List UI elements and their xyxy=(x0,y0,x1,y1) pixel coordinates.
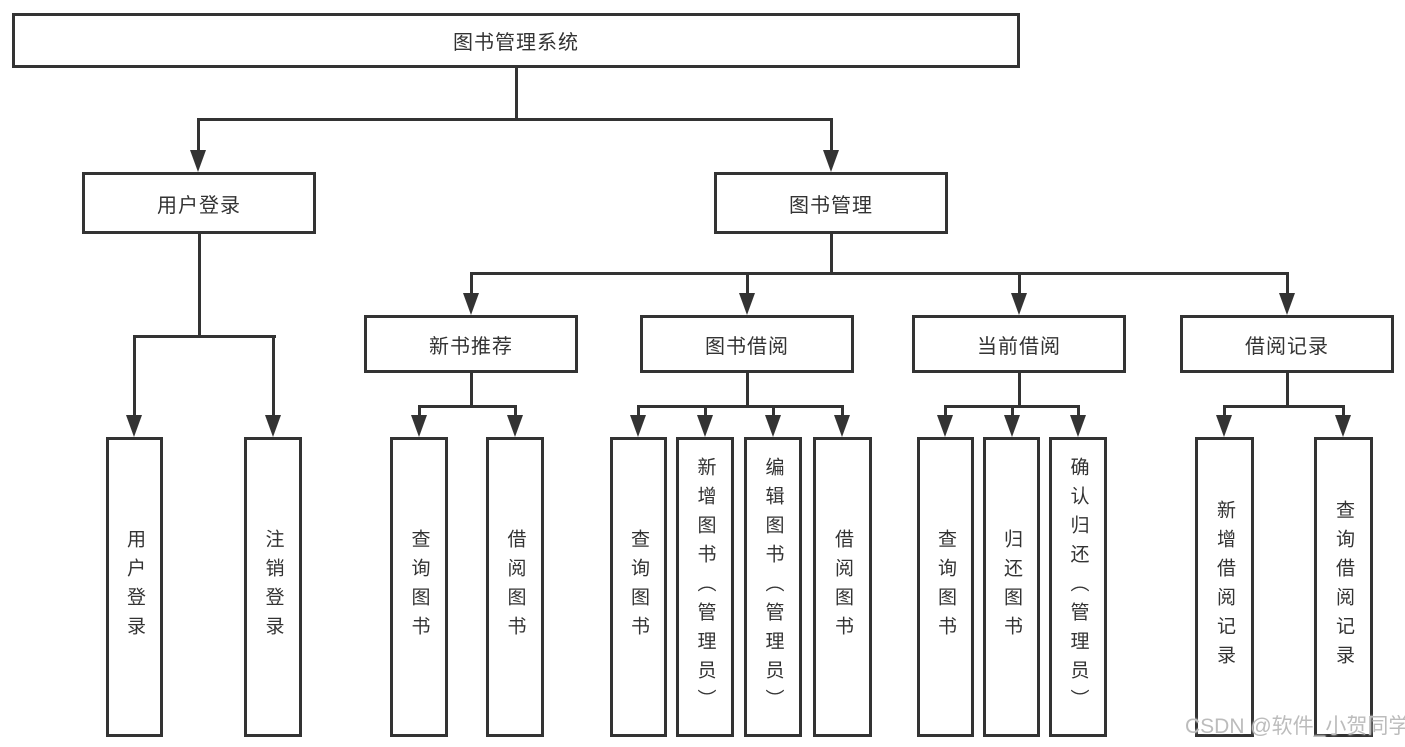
leaf-recommend-query-book: 查询图书 xyxy=(390,437,448,737)
arrow-down-current-borrow-icon xyxy=(1011,293,1027,315)
edge-book-borrow-rail xyxy=(637,405,844,408)
node-book-borrow-label: 图书借阅 xyxy=(705,335,789,358)
edge-drop-br-add xyxy=(1223,405,1226,415)
arrow-down-leaf-logout-icon xyxy=(265,415,281,437)
arrow-down-leaf-user-login-icon xyxy=(126,415,142,437)
leaf-record-add-record-label: 新增借阅记录 xyxy=(1214,500,1235,674)
leaf-borrow-add-book: 新增图书（管理员） xyxy=(676,437,734,737)
arrow-down-cb-return-icon xyxy=(1004,415,1020,437)
leaf-borrow-query-book: 查询图书 xyxy=(610,437,667,737)
arrow-down-recommend-borrow-icon xyxy=(507,415,523,437)
leaf-recommend-borrow-book: 借阅图书 xyxy=(486,437,544,737)
leaf-record-query-record-label: 查询借阅记录 xyxy=(1333,500,1354,674)
leaf-logout: 注销登录 xyxy=(244,437,302,737)
edge-root-stem xyxy=(515,68,518,118)
node-new-book-recommend-label: 新书推荐 xyxy=(429,335,513,358)
edge-drop-cb-return xyxy=(1011,405,1014,415)
edge-drop-current-borrow xyxy=(1018,272,1021,293)
edge-new-book-recommend-rail xyxy=(418,405,517,408)
edge-new-book-recommend-stem xyxy=(470,373,473,405)
edge-drop-recommend-query xyxy=(418,405,421,415)
leaf-user-login: 用户登录 xyxy=(106,437,163,737)
leaf-borrow-query-book-label: 查询图书 xyxy=(628,529,649,645)
edge-drop-cb-query xyxy=(944,405,947,415)
edge-drop-br-query xyxy=(1342,405,1345,415)
arrow-down-br-add-icon xyxy=(1216,415,1232,437)
leaf-current-confirm-return: 确认归还（管理员） xyxy=(1049,437,1107,737)
leaf-current-query-book: 查询图书 xyxy=(917,437,974,737)
edge-book-management-stem xyxy=(830,234,833,272)
leaf-recommend-query-book-label: 查询图书 xyxy=(408,529,430,645)
node-book-management: 图书管理 xyxy=(714,172,948,234)
leaf-borrow-add-book-label: 新增图书（管理员） xyxy=(694,456,716,718)
node-user-login: 用户登录 xyxy=(82,172,316,234)
arrow-down-new-book-recommend-icon xyxy=(463,293,479,315)
arrow-down-bb-add-icon xyxy=(697,415,713,437)
edge-drop-bb-query xyxy=(637,405,640,415)
edge-drop-borrow-record xyxy=(1286,272,1289,293)
node-root: 图书管理系统 xyxy=(12,13,1020,68)
node-current-borrow: 当前借阅 xyxy=(912,315,1126,373)
node-user-login-label: 用户登录 xyxy=(157,194,241,217)
arrow-down-book-management-icon xyxy=(823,150,839,172)
node-current-borrow-label: 当前借阅 xyxy=(977,335,1061,358)
edge-borrow-record-rail xyxy=(1223,405,1345,408)
edge-user-login-rail xyxy=(133,335,276,338)
arrow-down-cb-query-icon xyxy=(937,415,953,437)
leaf-borrow-edit-book: 编辑图书（管理员） xyxy=(744,437,802,737)
arrow-down-br-query-icon xyxy=(1335,415,1351,437)
leaf-current-return-book-label: 归还图书 xyxy=(1001,529,1022,645)
arrow-down-bb-borrow-icon xyxy=(834,415,850,437)
leaf-borrow-borrow-book-label: 借阅图书 xyxy=(832,529,853,645)
edge-drop-book-management xyxy=(830,118,833,150)
edge-drop-user-login xyxy=(197,118,200,150)
arrow-down-cb-confirm-icon xyxy=(1070,415,1086,437)
edge-drop-leaf-logout xyxy=(272,335,275,415)
node-book-borrow: 图书借阅 xyxy=(640,315,854,373)
node-root-label: 图书管理系统 xyxy=(453,32,579,54)
edge-drop-bb-add xyxy=(704,405,707,415)
arrow-down-recommend-query-icon xyxy=(411,415,427,437)
node-book-management-label: 图书管理 xyxy=(789,194,873,217)
edge-root-rail xyxy=(197,118,833,121)
leaf-recommend-borrow-book-label: 借阅图书 xyxy=(504,529,526,645)
edge-drop-new-book-recommend xyxy=(470,272,473,293)
leaf-borrow-borrow-book: 借阅图书 xyxy=(813,437,872,737)
edge-user-login-stem xyxy=(198,234,201,335)
node-borrow-record: 借阅记录 xyxy=(1180,315,1394,373)
leaf-borrow-edit-book-label: 编辑图书（管理员） xyxy=(762,456,784,718)
edge-drop-cb-confirm xyxy=(1077,405,1080,415)
arrow-down-user-login-icon xyxy=(190,150,206,172)
node-borrow-record-label: 借阅记录 xyxy=(1245,335,1329,358)
arrow-down-bb-query-icon xyxy=(630,415,646,437)
leaf-record-add-record: 新增借阅记录 xyxy=(1195,437,1254,737)
csdn-watermark: CSDN @软件_小贺同学 xyxy=(1185,715,1405,738)
edge-borrow-record-stem xyxy=(1286,373,1289,405)
edge-drop-book-borrow xyxy=(746,272,749,293)
edge-drop-bb-borrow xyxy=(841,405,844,415)
leaf-current-query-book-label: 查询图书 xyxy=(935,529,956,645)
leaf-record-query-record: 查询借阅记录 xyxy=(1314,437,1373,737)
edge-drop-bb-edit xyxy=(772,405,775,415)
edge-drop-leaf-user-login xyxy=(133,335,136,415)
node-new-book-recommend: 新书推荐 xyxy=(364,315,578,373)
leaf-current-return-book: 归还图书 xyxy=(983,437,1040,737)
arrow-down-borrow-record-icon xyxy=(1279,293,1295,315)
edge-book-management-rail xyxy=(470,272,1289,275)
arrow-down-bb-edit-icon xyxy=(765,415,781,437)
edge-current-borrow-stem xyxy=(1018,373,1021,405)
arrow-down-book-borrow-icon xyxy=(739,293,755,315)
edge-book-borrow-stem xyxy=(746,373,749,405)
leaf-current-confirm-return-label: 确认归还（管理员） xyxy=(1067,456,1089,718)
leaf-logout-label: 注销登录 xyxy=(262,529,284,645)
edge-drop-recommend-borrow xyxy=(514,405,517,415)
leaf-user-login-label: 用户登录 xyxy=(124,529,145,645)
